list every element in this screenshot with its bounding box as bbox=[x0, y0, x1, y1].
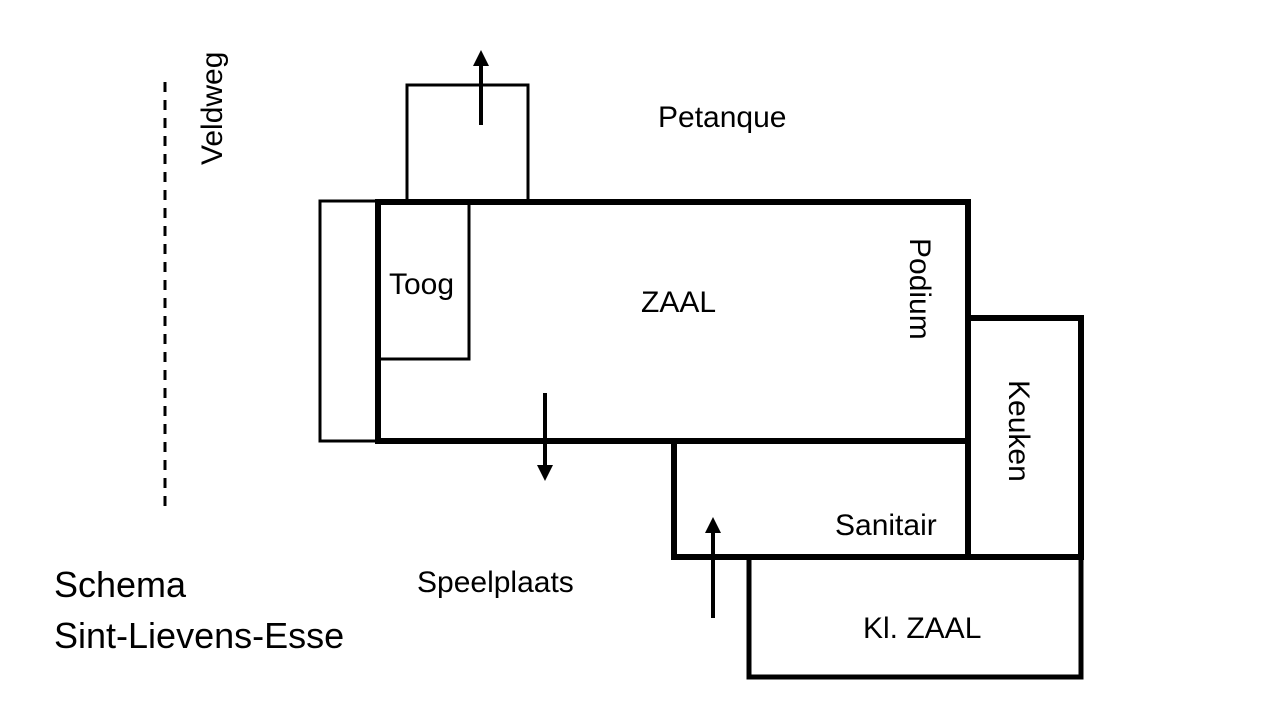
page-title: Schema bbox=[54, 564, 187, 605]
sanitair-label: Sanitair bbox=[835, 509, 937, 542]
toog-room bbox=[378, 200, 471, 361]
main-hall bbox=[375, 199, 971, 444]
podium-label: Podium bbox=[903, 238, 936, 340]
petanque-annex bbox=[405, 83, 530, 203]
zaal-label: ZAAL bbox=[641, 286, 716, 319]
road-label: Veldweg bbox=[196, 52, 229, 165]
kleine-zaal-room bbox=[746, 554, 1084, 680]
playground-label: Speelplaats bbox=[417, 566, 574, 599]
exit-arrow-petanque-head bbox=[473, 50, 489, 66]
petanque-label: Petanque bbox=[658, 101, 786, 134]
page-subtitle: Sint-Lievens-Esse bbox=[54, 615, 344, 656]
exit-arrow-playground-head bbox=[537, 465, 553, 481]
keuken-label: Keuken bbox=[1002, 380, 1035, 482]
kleine-zaal-label: Kl. ZAAL bbox=[863, 612, 981, 645]
entrance-arrow-sanitair-head bbox=[705, 517, 721, 533]
left-annex bbox=[318, 199, 380, 443]
toog-label: Toog bbox=[389, 268, 454, 301]
